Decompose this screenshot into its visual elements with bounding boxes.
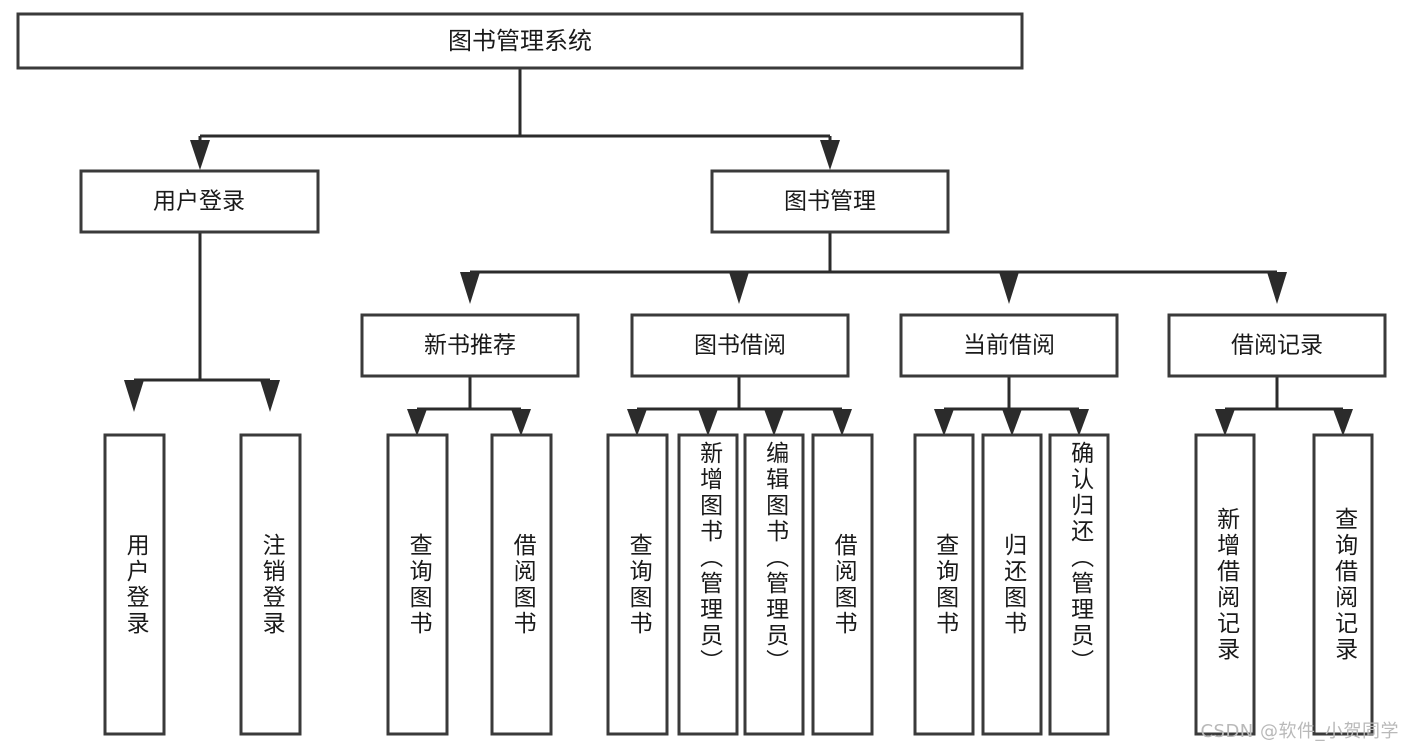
arrow-leaf-confirm-return	[1069, 409, 1089, 436]
connectors-newbook-to-leaves	[407, 376, 531, 436]
node-leaf-logout-login-box[interactable]	[239, 433, 302, 736]
arrow-leaf-borrow-book-1	[511, 409, 531, 436]
arrow-leaf-logout-login	[260, 380, 280, 412]
arrow-leaf-query-book-3	[934, 409, 954, 436]
connectors-bookmgmt-to-level3	[460, 232, 1287, 304]
node-book-borrow-box[interactable]	[630, 313, 850, 378]
node-book-management-box[interactable]	[710, 169, 950, 234]
arrow-current-borrow	[999, 272, 1019, 304]
node-root-label: 图书管理系统	[448, 27, 592, 55]
node-leaf-user-login-box[interactable]	[103, 433, 166, 736]
arrow-leaf-query-book-1	[407, 409, 427, 436]
connectors-root-to-level2	[190, 68, 840, 170]
node-leaf-borrow-book-1-box[interactable]	[490, 433, 553, 736]
node-book-borrow-label: 图书借阅	[694, 333, 786, 359]
node-leaf-add-book-box[interactable]	[677, 433, 739, 736]
node-new-book-recommend[interactable]: 新书推荐	[360, 313, 580, 378]
arrow-leaf-edit-book	[764, 409, 784, 436]
node-leaf-confirm-return-box[interactable]	[1048, 433, 1110, 736]
connectors-currentborrow-to-leaves	[934, 376, 1089, 436]
node-leaf-query-record-box[interactable]	[1312, 433, 1374, 736]
arrow-borrow-record	[1267, 272, 1287, 304]
node-leaf-borrow-book-2-box[interactable]	[811, 433, 874, 736]
arrow-new-book-recommend	[460, 272, 480, 304]
node-leaf-return-book-box[interactable]	[981, 433, 1043, 736]
arrow-leaf-query-record	[1333, 409, 1353, 436]
node-new-book-recommend-label: 新书推荐	[424, 333, 516, 359]
node-book-management[interactable]: 图书管理	[710, 169, 950, 234]
arrow-book-management	[820, 140, 840, 170]
connectors-bookborrow-to-leaves	[627, 376, 852, 436]
arrow-leaf-return-book	[1002, 409, 1022, 436]
node-leaf-query-book-2-box[interactable]	[606, 433, 669, 736]
arrow-leaf-query-book-2	[627, 409, 647, 436]
node-book-borrow[interactable]: 图书借阅	[630, 313, 850, 378]
node-current-borrow-box[interactable]	[899, 313, 1119, 378]
node-user-login[interactable]: 用户登录	[79, 169, 320, 234]
node-user-login-label: 用户登录	[153, 189, 245, 215]
node-book-management-label: 图书管理	[784, 189, 876, 215]
arrow-leaf-borrow-book-2	[832, 409, 852, 436]
arrow-leaf-add-record	[1215, 409, 1235, 436]
node-root-box[interactable]	[16, 12, 1024, 70]
watermark-text: CSDN @软件_小贺同学	[1200, 721, 1399, 742]
node-borrow-record-box[interactable]	[1167, 313, 1387, 378]
node-new-book-recommend-box[interactable]	[360, 313, 580, 378]
node-leaf-query-book-1-box[interactable]	[386, 433, 449, 736]
node-current-borrow[interactable]: 当前借阅	[899, 313, 1119, 378]
node-current-borrow-label: 当前借阅	[963, 333, 1055, 359]
connectors-borrowrecord-to-leaves	[1215, 376, 1353, 436]
connectors-userlogin-to-leaves	[124, 232, 280, 412]
node-leaf-edit-book-box[interactable]	[743, 433, 805, 736]
arrow-book-borrow	[729, 272, 749, 304]
arrow-leaf-add-book	[698, 409, 718, 436]
arrow-user-login	[190, 140, 210, 170]
node-user-login-box[interactable]	[79, 169, 320, 234]
node-borrow-record-label: 借阅记录	[1231, 333, 1323, 359]
node-borrow-record[interactable]: 借阅记录	[1167, 313, 1387, 378]
node-root[interactable]: 图书管理系统	[16, 12, 1024, 70]
arrow-leaf-user-login	[124, 380, 144, 412]
node-leaf-query-book-3-box[interactable]	[913, 433, 975, 736]
node-leaf-add-record-box[interactable]	[1194, 433, 1256, 736]
